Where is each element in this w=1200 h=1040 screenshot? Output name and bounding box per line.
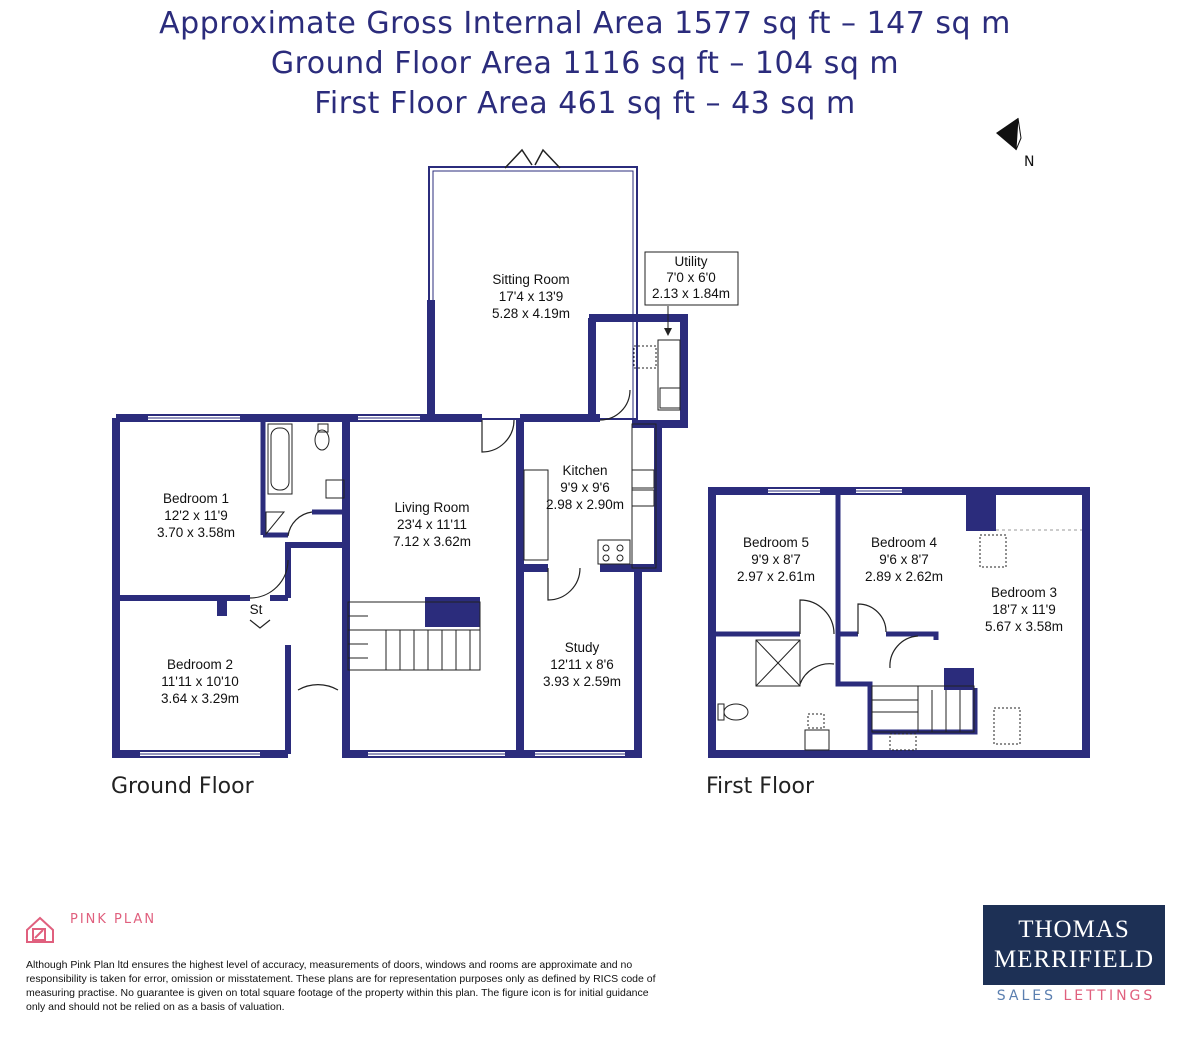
first-doors: [799, 599, 919, 685]
store-block: [217, 598, 227, 616]
agent-lettings: LETTINGS: [1063, 988, 1156, 1004]
utility-sink: [659, 387, 681, 409]
first-fittings: [717, 534, 1021, 751]
ground-fittings: [265, 339, 681, 569]
first-wc-icon: [723, 703, 749, 721]
bedroom3-imperial: 18'7 x 11'9: [992, 602, 1055, 617]
sitting-room-metric: 5.28 x 4.19m: [492, 306, 570, 321]
first-floor-label: First Floor: [706, 774, 815, 799]
bedroom5-metric: 2.97 x 2.61m: [737, 569, 815, 584]
bedroom5-imperial: 9'9 x 8'7: [751, 552, 800, 567]
bedroom4-metric: 2.89 x 2.62m: [865, 569, 943, 584]
compass-label: N: [1024, 154, 1034, 170]
ground-floor-label: Ground Floor: [111, 774, 254, 799]
study-imperial: 12'11 x 8'6: [550, 657, 613, 672]
utility-pointer-head: [664, 328, 672, 336]
agent-sales: SALES: [996, 988, 1056, 1004]
study-name: Study: [565, 640, 600, 655]
pink-plan-name: PINK PLAN: [70, 912, 157, 927]
living-room-walls: [342, 414, 524, 758]
skylight-3: [993, 707, 1021, 745]
agent-name-line1: THOMAS: [1018, 916, 1130, 943]
bedroom2-name: Bedroom 2: [167, 657, 233, 672]
agent-name-line2: MERRIFIELD: [994, 946, 1154, 973]
pink-plan-logo-icon: [26, 916, 54, 943]
utility-metric: 2.13 x 1.84m: [652, 286, 730, 301]
kitchen-metric: 2.98 x 2.90m: [546, 497, 624, 512]
corner-basin-icon: [265, 511, 286, 536]
bedroom5-name: Bedroom 5: [743, 535, 809, 550]
utility-worktop: [657, 339, 681, 411]
sitting-room-imperial: 17'4 x 13'9: [499, 289, 563, 304]
bedroom2-metric: 3.64 x 3.29m: [161, 691, 239, 706]
utility-label-box: [644, 251, 739, 306]
skylight-1: [807, 713, 825, 729]
first-basin-icon: [804, 729, 830, 751]
living-room-metric: 7.12 x 3.62m: [393, 534, 471, 549]
bedroom1-imperial: 12'2 x 11'9: [164, 508, 227, 523]
first-area-line: First Floor Area 461 sq ft – 43 sq m: [314, 86, 856, 121]
sink-icon-2: [631, 489, 655, 507]
agent-logo: THOMAS MERRIFIELD: [983, 905, 1165, 985]
room-labels: Sitting Room 17'4 x 13'9 5.28 x 4.19m Ut…: [157, 254, 1063, 706]
first-chimney: [966, 491, 996, 531]
hob-icon: [597, 539, 631, 565]
store-name: St: [250, 602, 263, 617]
compass-arrow-icon: [996, 118, 1018, 150]
gross-area-line: Approximate Gross Internal Area 1577 sq …: [159, 6, 1011, 41]
basin-icon: [325, 479, 345, 499]
worktop-right: [631, 423, 657, 569]
living-room-name: Living Room: [394, 500, 469, 515]
utility-name: Utility: [675, 254, 708, 269]
sitting-room-name: Sitting Room: [492, 272, 569, 287]
worktop-left: [523, 469, 549, 561]
disclaimer-text: Although Pink Plan ltd ensures the highe…: [26, 959, 656, 1013]
bedroom1-metric: 3.70 x 3.58m: [157, 525, 235, 540]
bedroom1-name: Bedroom 1: [163, 491, 229, 506]
compass: N: [996, 117, 1034, 170]
bedroom2-imperial: 11'11 x 10'10: [161, 674, 238, 689]
study-metric: 3.93 x 2.59m: [543, 674, 621, 689]
compass-arrow-shade: [1015, 117, 1022, 151]
hall-walls: [285, 542, 349, 754]
kitchen-imperial: 9'9 x 9'6: [560, 480, 609, 495]
shower-icon: [755, 639, 801, 687]
utility-imperial: 7'0 x 6'0: [666, 270, 715, 285]
skylight-4: [889, 733, 917, 751]
ground-staircase: [347, 601, 481, 671]
bedroom3-name: Bedroom 3: [991, 585, 1057, 600]
bathroom-walls: [260, 418, 346, 538]
bedroom3-metric: 5.67 x 3.58m: [985, 619, 1063, 634]
french-doors-icon: [504, 148, 561, 169]
ground-floor-plan: [112, 148, 739, 758]
first-floor-inner-walls: [712, 491, 978, 752]
agent-services: SALES LETTINGS: [983, 988, 1169, 1004]
utility-appliance: [633, 345, 657, 369]
pink-plan-brand: PINK PLAN: [26, 912, 156, 927]
first-landing-block: [944, 668, 974, 690]
living-room-imperial: 23'4 x 11'11: [397, 517, 467, 532]
kitchen-name: Kitchen: [562, 463, 607, 478]
first-staircase: [871, 685, 975, 733]
bedroom4-name: Bedroom 4: [871, 535, 938, 550]
area-header: Approximate Gross Internal Area 1577 sq …: [0, 4, 1170, 124]
first-floor-outer-walls: [708, 487, 1090, 758]
bedroom4-imperial: 9'6 x 8'7: [879, 552, 928, 567]
sink-icon: [631, 469, 655, 489]
ground-doors: [249, 389, 631, 691]
skylight-2: [979, 534, 1007, 568]
ground-area-line: Ground Floor Area 1116 sq ft – 104 sq m: [270, 46, 900, 81]
first-floor-plan: [708, 487, 1090, 758]
wc-icon: [314, 429, 330, 451]
bath-icon: [267, 423, 293, 495]
